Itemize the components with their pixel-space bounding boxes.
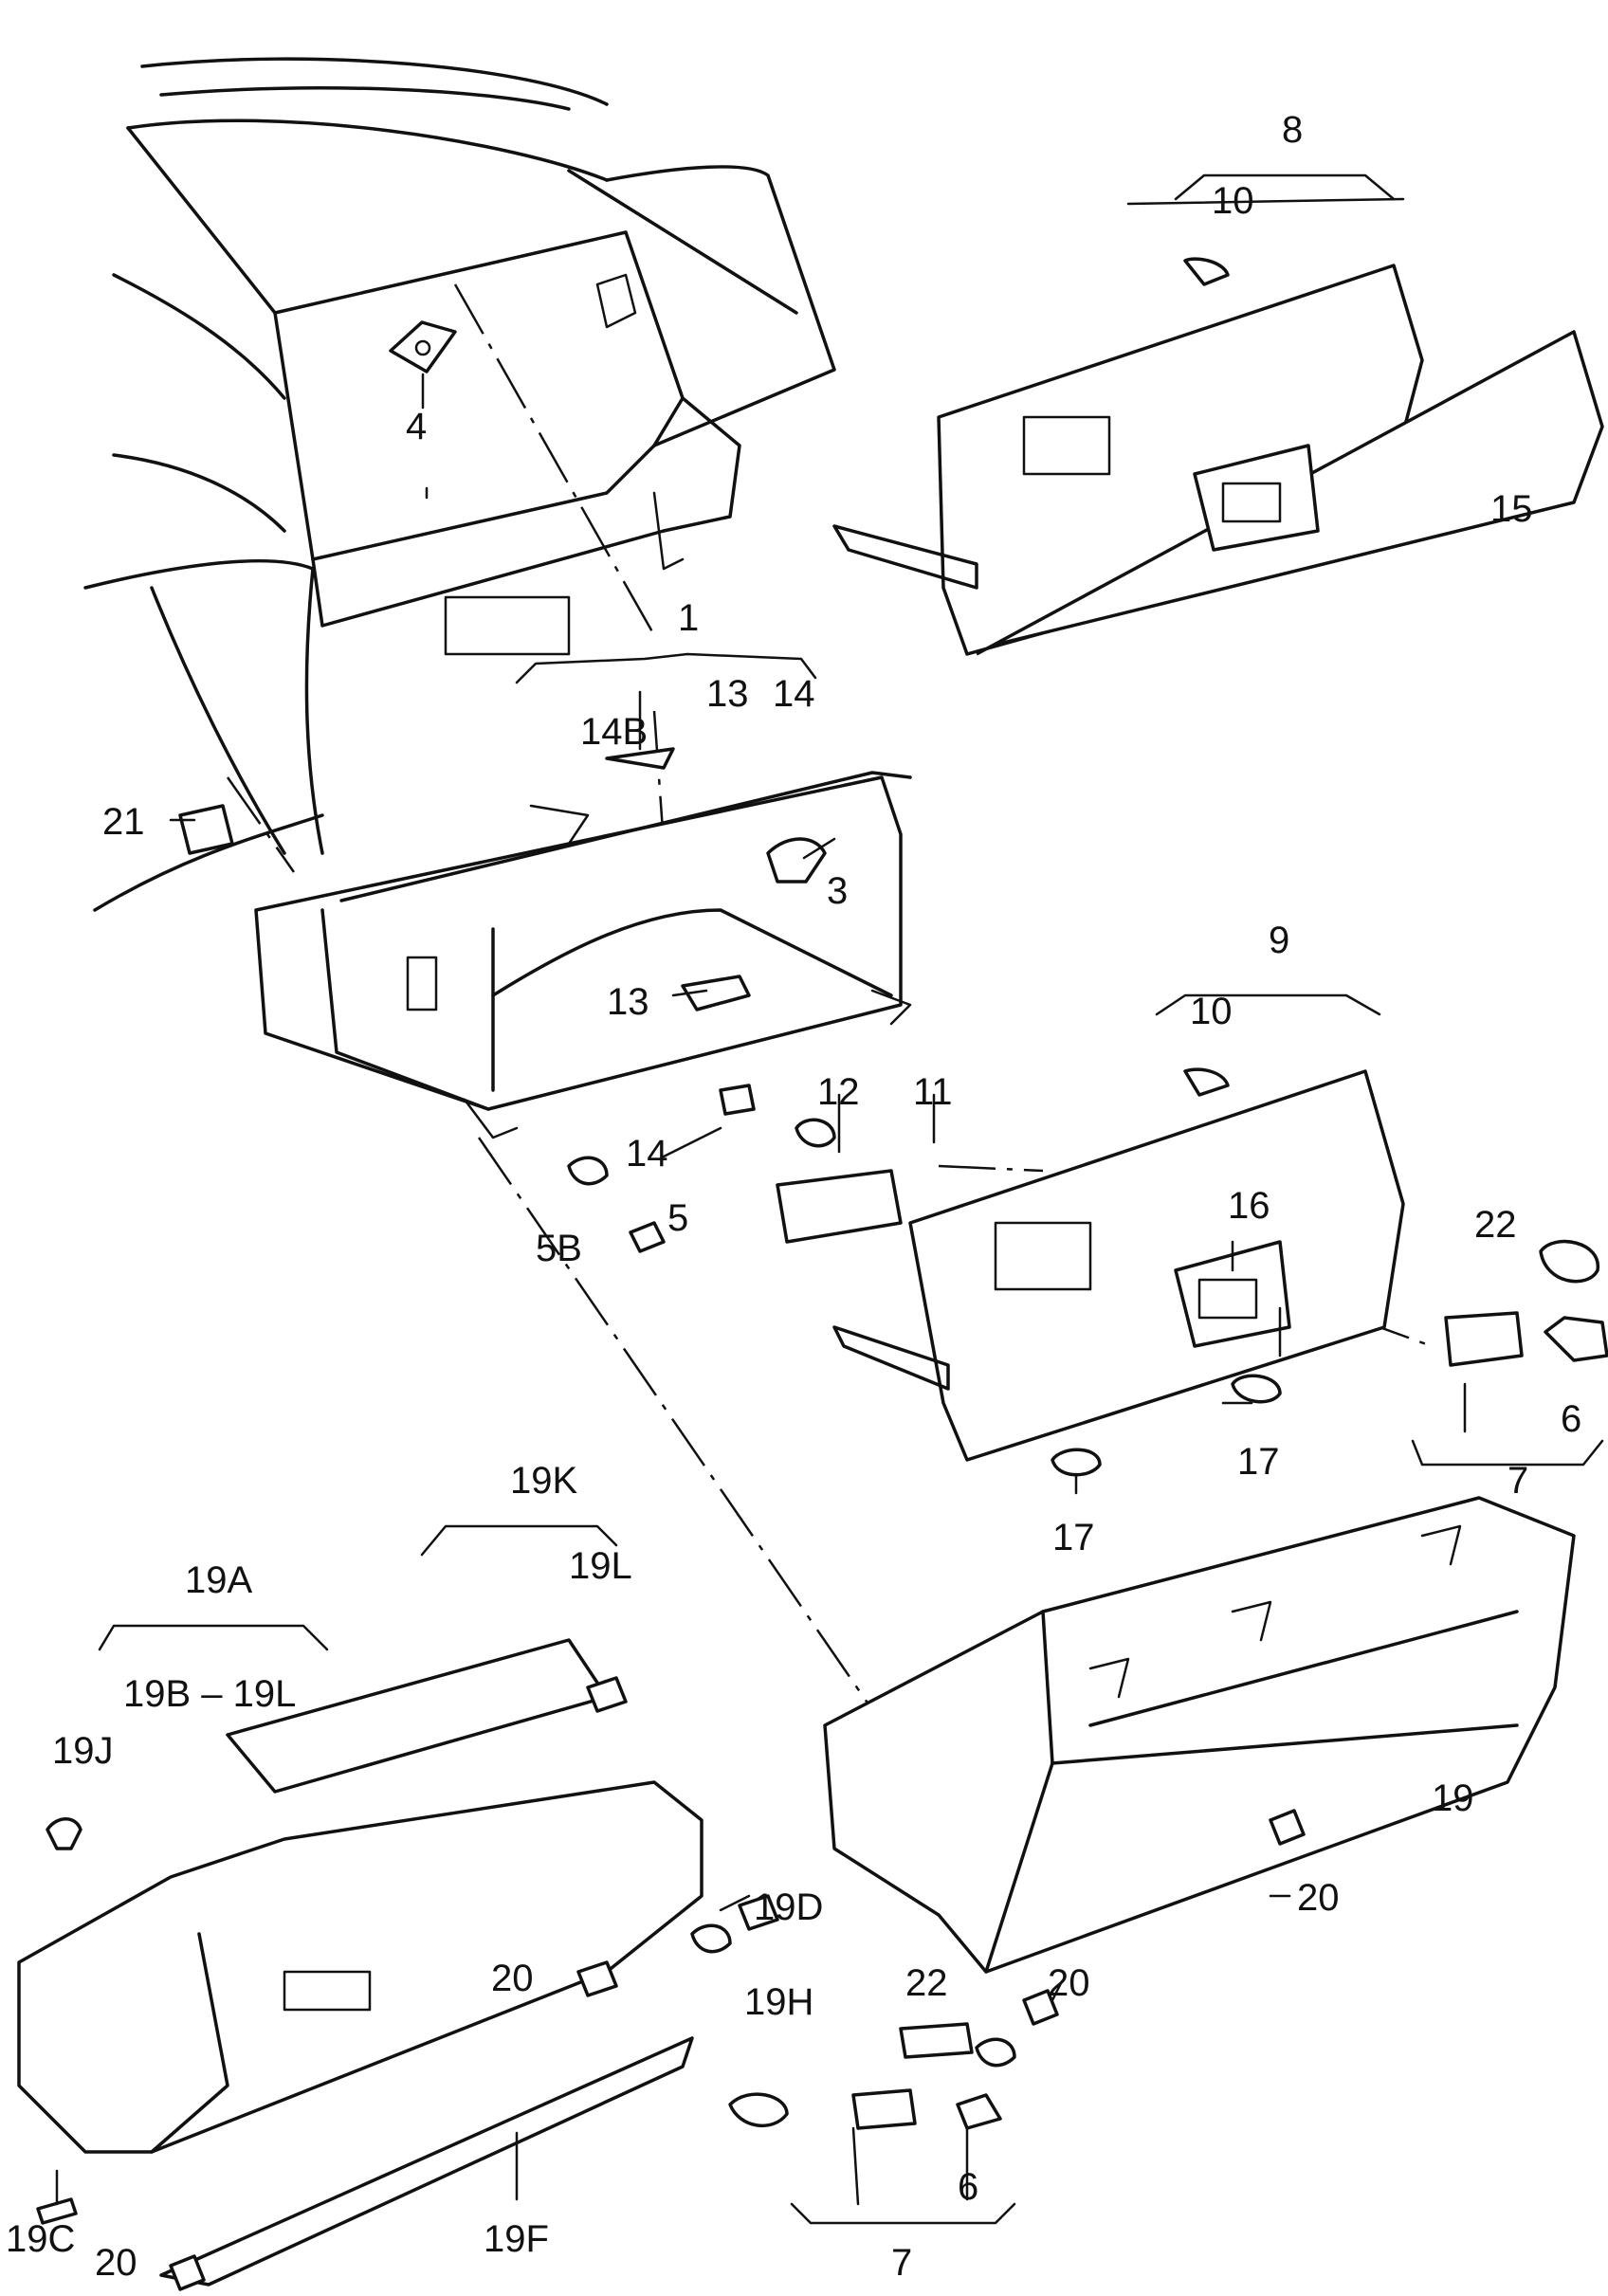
label-21: 21 (102, 801, 145, 843)
label-14-mid: 14 (626, 1133, 668, 1175)
label-19D: 19D (754, 1886, 823, 1928)
glovebox-19A (17, 1638, 704, 2287)
label-22-right: 22 (1474, 1204, 1517, 1246)
label-14B: 14B (580, 711, 648, 753)
label-14-top: 14 (773, 673, 815, 715)
label-19: 19 (1432, 1777, 1474, 1819)
label-15: 15 (1490, 488, 1533, 530)
dashboard-panel (83, 57, 836, 912)
glovebox-lid-8 (832, 257, 1604, 656)
glovebox-carrier-frame (254, 771, 912, 1139)
label-19F: 19F (484, 2218, 549, 2260)
label-19C: 19C (6, 2218, 75, 2260)
label-8: 8 (1282, 109, 1303, 151)
leader-lines (55, 197, 1467, 2206)
label-11: 11 (913, 1071, 953, 1113)
label-19H: 19H (744, 1981, 813, 2023)
label-19B-19L: 19B – 19L (123, 1673, 296, 1715)
label-6-bottom: 6 (958, 2166, 978, 2208)
glovebox-lid-9 (776, 1067, 1405, 1477)
label-19K: 19K (510, 1460, 577, 1502)
lock-cylinder-7a (1444, 1239, 1608, 1367)
label-17-left: 17 (1052, 1517, 1095, 1558)
label-10-top: 10 (1212, 180, 1254, 222)
label-16: 16 (1228, 1185, 1270, 1227)
label-4: 4 (406, 406, 427, 447)
label-1: 1 (678, 597, 699, 639)
label-9: 9 (1269, 920, 1289, 961)
label-7-top: 7 (1508, 1460, 1528, 1502)
part-labels: 1 3 4 5 5B 6 6 7 7 8 9 10 10 11 12 13 13… (6, 109, 1581, 2284)
label-19L: 19L (569, 1545, 632, 1587)
label-13-top: 13 (706, 673, 749, 715)
label-5: 5 (667, 1197, 688, 1239)
glovebox-19 (823, 1496, 1576, 1974)
label-19A: 19A (185, 1559, 252, 1601)
label-13-mid: 13 (607, 981, 649, 1023)
label-20-bottom: 20 (95, 2242, 137, 2284)
label-12: 12 (817, 1071, 860, 1113)
label-19J: 19J (52, 1730, 114, 1772)
label-20-left: 20 (491, 1958, 534, 1999)
label-20-right: 20 (1297, 1877, 1340, 1919)
label-5B: 5B (536, 1228, 582, 1269)
label-3: 3 (827, 870, 848, 912)
label-17-right: 17 (1237, 1441, 1280, 1483)
label-7-bottom: 7 (891, 2242, 912, 2284)
callout-brackets (98, 173, 1604, 2225)
label-6-top: 6 (1561, 1398, 1581, 1440)
label-20-mid: 20 (1048, 1962, 1090, 2004)
small-fasteners (36, 747, 1306, 2291)
label-10-bottom: 10 (1190, 991, 1233, 1032)
label-22-bottom: 22 (905, 1962, 948, 2004)
